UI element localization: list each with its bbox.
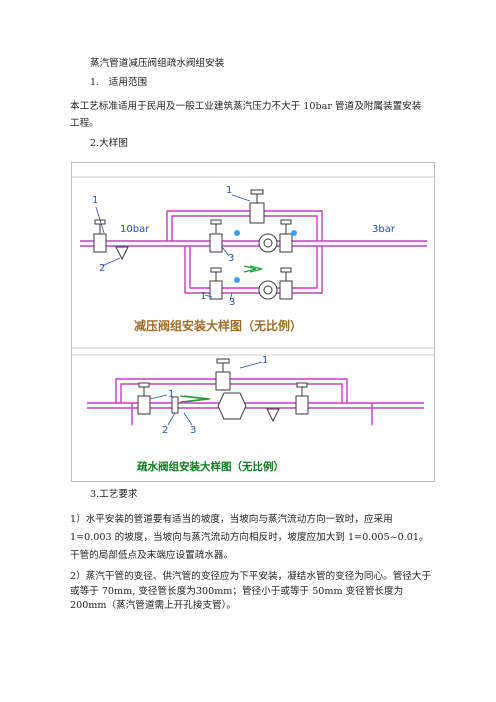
trap-set-valves <box>137 358 309 423</box>
label-inlet-pressure: 10bar <box>120 224 150 235</box>
callout-1a: 1 <box>92 195 99 206</box>
callout-1b: 1 <box>226 185 233 196</box>
caption-pressure-reducing-set: 减压阀组安装大样图（无比例） <box>134 319 303 333</box>
label-outlet-pressure: 3bar <box>372 224 395 235</box>
pressure-gauges <box>234 230 297 283</box>
detail-drawing-figure: 1 1 2 3 1 3 1 1 2 3 10bar 3bar <box>71 162 435 482</box>
pressure-callout-lines <box>95 194 251 302</box>
trap-callout-lines <box>149 361 263 426</box>
trap-flow-arrows <box>179 395 211 403</box>
section-heading-drawings: 2.大样图 <box>90 138 128 149</box>
callout-3c: 3 <box>190 425 197 436</box>
callout-3b: 3 <box>229 297 236 308</box>
section-body-scope: 本工艺标准适用于民用及一般工业建筑蒸汽压力不大于 10bar 管道及附属装置安装… <box>70 101 422 129</box>
pressure-flow-arrows <box>243 265 263 273</box>
pressure-set-valves <box>93 189 293 300</box>
requirement-reducer: 2）蒸汽干管的变径、供汽管的变径应为下平安装，凝结水管的变径为同心。管径大于或等… <box>70 571 432 611</box>
detail-drawing <box>72 176 434 426</box>
section-heading-requirements: 3.工艺要求 <box>90 489 138 500</box>
caption-steam-trap-set: 疏水阀组安装大样图（无比例） <box>137 461 284 473</box>
callout-2a: 2 <box>99 263 106 274</box>
callout-1e: 1 <box>168 389 175 400</box>
section-heading-scope: 1. 适用范围 <box>90 77 148 88</box>
requirement-slope: 1）水平安装的管道要有适当的坡度，当坡向与蒸汽流动方向一致时，应采用 1=0.0… <box>70 514 429 561</box>
callout-3a: 3 <box>228 253 235 264</box>
document-title: 蒸汽管道减压阀组疏水阀组安装 <box>90 58 225 69</box>
pressure-set-pipes <box>80 210 427 294</box>
callout-1d: 1 <box>262 355 269 366</box>
callout-1c: 1 <box>200 291 207 302</box>
callout-2b: 2 <box>162 425 169 436</box>
